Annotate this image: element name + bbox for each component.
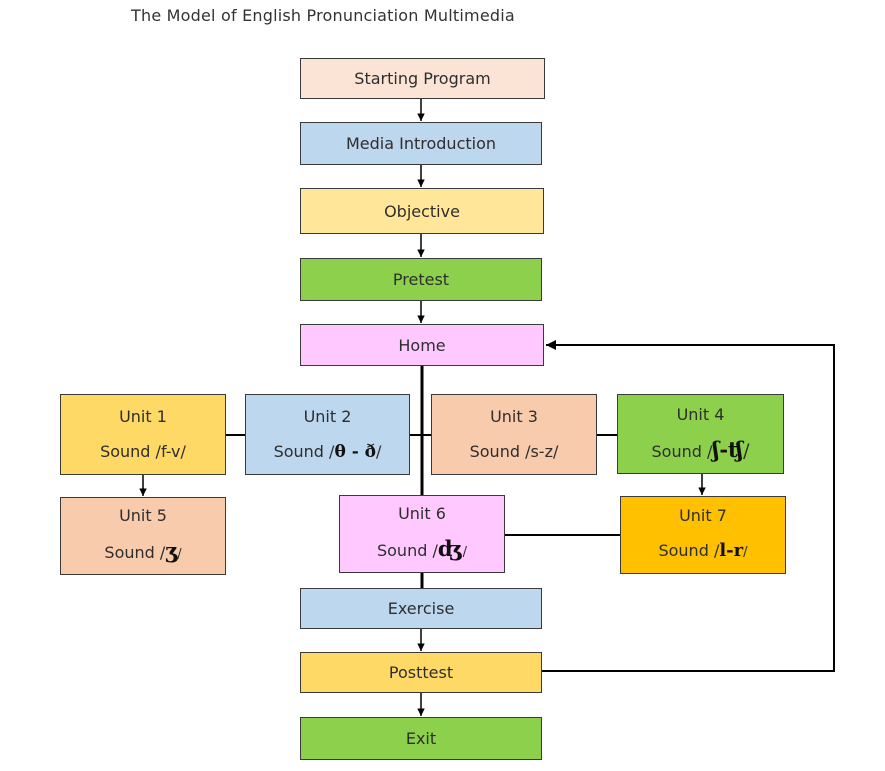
unit-2-title: Unit 2 <box>303 406 352 426</box>
unit-4-sound-ipa: ʃ-ʧ <box>712 437 744 462</box>
unit-1-box: Unit 1 Sound /f-v/ <box>60 394 226 475</box>
home-box: Home <box>300 324 544 366</box>
unit-1-sound-ipa: f-v <box>160 441 181 461</box>
diagram-title: The Model of English Pronunciation Multi… <box>131 6 515 25</box>
unit-4-sound-suffix: / <box>743 440 750 462</box>
unit-2-box: Unit 2 Sound /θ - ð/ <box>245 394 410 475</box>
starting-program-box: Starting Program <box>300 58 545 99</box>
unit-7-sound-suffix: / <box>743 545 748 560</box>
media-introduction-box: Media Introduction <box>300 122 542 165</box>
starting-program-label: Starting Program <box>354 69 491 88</box>
unit-5-title: Unit 5 <box>119 506 167 525</box>
media-introduction-label: Media Introduction <box>345 134 497 153</box>
unit-5-box: Unit 5 Sound /ʒ/ <box>60 497 226 575</box>
unit-3-box: Unit 3 Sound /s-z/ <box>431 394 597 475</box>
unit-6-sound-suffix: / <box>462 545 467 560</box>
unit-4-sound: Sound /ʃ-ʧ/ <box>652 439 750 463</box>
unit-5-sound-suffix: / <box>177 547 182 562</box>
posttest-label: Posttest <box>388 663 454 682</box>
unit-6-sound: Sound /ʤ/ <box>377 538 467 564</box>
unit-6-sound-prefix: Sound / <box>376 541 438 560</box>
unit-7-sound-prefix: Sound / <box>658 541 720 560</box>
unit-6-sound-ipa: ʤ <box>437 536 463 561</box>
exercise-box: Exercise <box>300 588 542 629</box>
exit-label: Exit <box>405 729 437 748</box>
unit-7-sound-ipa: l-r <box>719 540 744 561</box>
exit-box: Exit <box>300 717 542 760</box>
unit-4-box: Unit 4 Sound /ʃ-ʧ/ <box>617 394 784 474</box>
unit-2-sound: Sound /θ - ð/ <box>274 441 382 463</box>
unit-2-sound-suffix: / <box>376 441 382 461</box>
unit-3-sound-ipa: s-z <box>530 441 553 461</box>
unit-7-box: Unit 7 Sound /l-r/ <box>620 496 786 574</box>
pretest-box: Pretest <box>300 258 542 301</box>
unit-2-sound-ipa: θ - ð <box>334 441 377 462</box>
unit-6-title: Unit 6 <box>398 504 446 523</box>
unit-5-sound: Sound /ʒ/ <box>104 540 181 566</box>
posttest-box: Posttest <box>300 652 542 693</box>
unit-3-sound: Sound /s-z/ <box>470 441 559 463</box>
unit-6-box: Unit 6 Sound /ʤ/ <box>339 495 505 573</box>
unit-3-sound-prefix: Sound / <box>469 441 531 461</box>
objective-box: Objective <box>300 188 544 234</box>
unit-2-sound-prefix: Sound / <box>273 441 335 461</box>
pretest-label: Pretest <box>392 270 450 289</box>
loop-posttest-to-home <box>542 340 835 672</box>
unit-5-sound-prefix: Sound / <box>104 543 166 562</box>
unit-7-title: Unit 7 <box>679 506 727 525</box>
exercise-label: Exercise <box>387 599 455 618</box>
unit-1-title: Unit 1 <box>119 406 167 426</box>
unit-3-sound-suffix: / <box>552 441 559 461</box>
unit-4-sound-prefix: Sound / <box>651 442 713 461</box>
unit-1-sound-prefix: Sound / <box>100 441 161 461</box>
unit-3-title: Unit 3 <box>490 406 538 426</box>
unit-7-sound: Sound /l-r/ <box>658 540 747 564</box>
objective-label: Objective <box>384 201 460 221</box>
unit-5-sound-ipa: ʒ <box>165 538 178 563</box>
home-label: Home <box>398 335 446 355</box>
unit-4-title: Unit 4 <box>676 405 725 424</box>
unit-1-sound: Sound /f-v/ <box>100 441 186 463</box>
unit-1-sound-suffix: / <box>180 441 186 461</box>
